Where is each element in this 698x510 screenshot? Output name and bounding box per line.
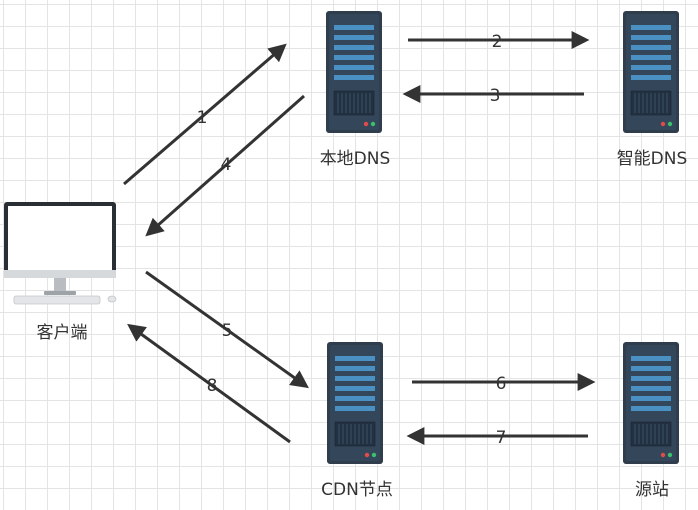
client-computer: 客户端 — [4, 202, 117, 343]
arrow-step-1 — [123, 43, 287, 186]
server-icon — [325, 10, 383, 134]
server-icon — [326, 341, 384, 465]
step-label-8: 8 — [207, 376, 218, 396]
local-dns-node: 本地DNS — [320, 10, 391, 169]
origin-node: 源站 — [622, 341, 680, 500]
arrow-step-5 — [145, 270, 309, 389]
smart-dns-node: 智能DNS — [617, 10, 688, 169]
step-label-1: 1 — [197, 108, 208, 128]
arrow-step-8 — [127, 323, 291, 444]
cdn-node: CDN节点 — [321, 341, 393, 500]
client-label: 客户端 — [37, 323, 88, 343]
cdn-node-label: CDN节点 — [321, 480, 393, 500]
server-icon — [622, 341, 680, 465]
arrow-step-4 — [145, 94, 305, 237]
step-label-6: 6 — [496, 374, 507, 394]
origin-label: 源站 — [635, 480, 669, 500]
step-label-5: 5 — [222, 321, 233, 341]
arrows — [123, 31, 596, 445]
step-labels: 1 2 3 4 5 6 7 8 — [197, 32, 507, 448]
step-label-4: 4 — [221, 155, 232, 175]
step-label-3: 3 — [490, 86, 501, 106]
step-label-7: 7 — [496, 428, 507, 448]
smart-dns-label: 智能DNS — [617, 149, 688, 169]
desktop-computer-icon — [4, 202, 117, 305]
local-dns-label: 本地DNS — [320, 149, 391, 169]
server-icon — [622, 10, 680, 134]
step-label-2: 2 — [492, 32, 503, 52]
